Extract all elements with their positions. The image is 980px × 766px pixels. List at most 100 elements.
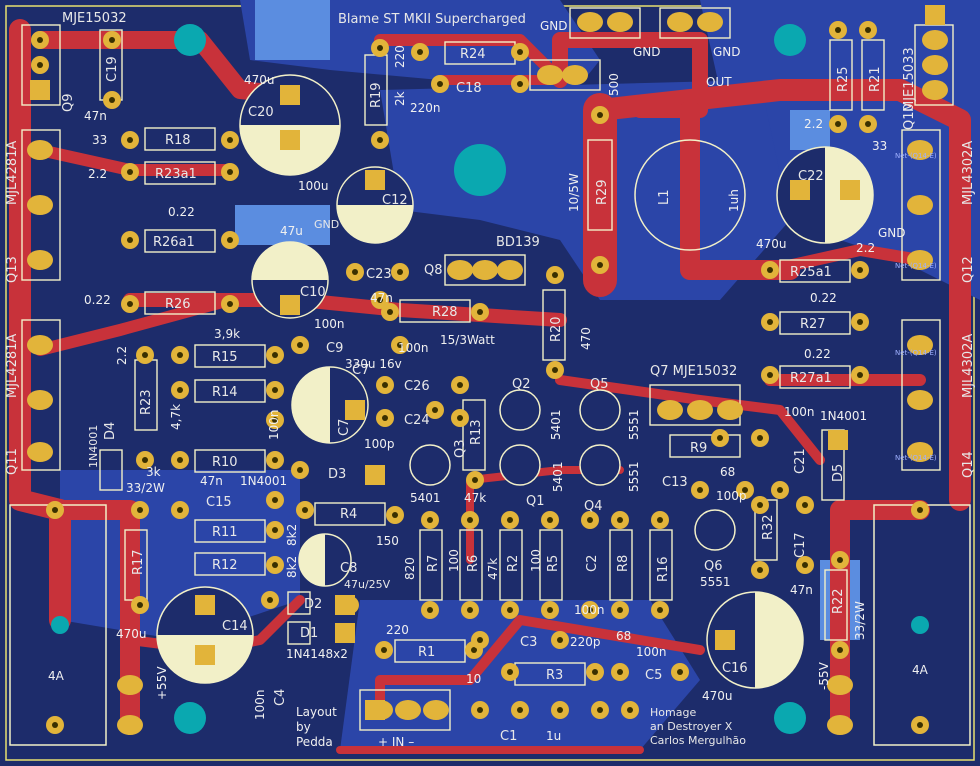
pad-drill — [227, 237, 233, 243]
pad-drill — [477, 707, 483, 713]
label-c8: C8 — [340, 561, 357, 576]
resistor-bodies — [99, 29, 885, 686]
trace-l1 — [680, 100, 800, 280]
pad-drill — [272, 562, 278, 568]
pad-oval — [27, 390, 53, 410]
pad-drill — [387, 309, 393, 315]
label-r15: R15 — [212, 350, 238, 365]
value-220n: 220n — [410, 101, 441, 115]
pad-square — [280, 130, 300, 150]
value-0_22-1: 0.22 — [168, 205, 195, 219]
pad-oval — [907, 250, 933, 270]
pad-square — [195, 645, 215, 665]
layout-line-1: Layout — [296, 705, 337, 719]
label-r22: R22 — [831, 588, 846, 614]
cap-c12 — [336, 166, 414, 244]
netlabel-1: Net-(Q14-E) — [895, 152, 937, 160]
trace-emitter-right — [764, 244, 926, 276]
pad-oval — [423, 700, 449, 720]
connector-headers — [359, 7, 731, 731]
pad-drill — [507, 517, 513, 523]
pad-drill — [597, 262, 603, 268]
netlabel-2: Net-(Q14-E) — [895, 262, 937, 270]
pad-oval — [117, 715, 143, 735]
ground-strip-bright-2 — [790, 110, 830, 150]
label-r12: R12 — [212, 558, 238, 573]
pad-drill — [552, 272, 558, 278]
value-0_22-3: 0.22 — [810, 291, 837, 305]
value-5551-2: 5551 — [627, 461, 641, 492]
value-820: 820 — [403, 557, 417, 580]
mounting-hole-tr — [774, 24, 806, 56]
pad-drill — [467, 607, 473, 613]
input-label: + IN – — [378, 735, 414, 749]
value-100-1: 100 — [447, 549, 461, 572]
pad-drill — [557, 707, 563, 713]
pad-oval — [907, 140, 933, 160]
value-330u: 330u 16v — [345, 357, 402, 371]
label-r11: R11 — [212, 525, 238, 540]
part-1n4001-1: 1N4001 — [240, 474, 287, 488]
value-47n-4: 47n — [790, 583, 813, 597]
label-r27a1: R27a1 — [790, 371, 832, 386]
pad-oval — [827, 715, 853, 735]
pad-drill — [617, 517, 623, 523]
pad-square — [345, 400, 365, 420]
pad-oval — [607, 12, 633, 32]
label-c21: C21 — [793, 448, 808, 474]
trace-emitter-left-2 — [34, 294, 236, 356]
pad-drill — [37, 37, 43, 43]
label-c12: C12 — [382, 193, 408, 208]
vneg-label: -55V — [817, 661, 831, 690]
ground-strip-bright — [235, 205, 330, 245]
pad-drill — [427, 607, 433, 613]
label-q11: Q11 — [5, 448, 20, 475]
pad-oval — [497, 260, 523, 280]
label-c4: C4 — [273, 689, 288, 706]
pad-drill — [397, 342, 403, 348]
value-10: 10 — [466, 672, 481, 686]
pad-drill — [917, 507, 923, 513]
part-mje15032: MJE15032 — [62, 11, 127, 26]
pad-drill — [127, 137, 133, 143]
pad-oval — [395, 700, 421, 720]
label-q10: Q10 — [902, 103, 917, 130]
trace-pos-rail — [50, 500, 140, 730]
pad-drill — [377, 137, 383, 143]
pad-drill — [627, 707, 633, 713]
pad-oval — [447, 260, 473, 280]
label-r19: R19 — [369, 82, 384, 108]
value-47u: 47u — [280, 224, 303, 238]
pad-drill — [127, 237, 133, 243]
value-100n-3: 100n — [398, 341, 429, 355]
pad-drill — [592, 669, 598, 675]
pad-square — [280, 295, 300, 315]
pad-drill — [177, 387, 183, 393]
pad-drill — [177, 352, 183, 358]
pad-drill — [757, 435, 763, 441]
value-8k2-2: 8k2 — [285, 524, 299, 546]
label-r2: R2 — [506, 555, 521, 572]
gnd-label-2: GND — [713, 45, 741, 59]
pad-drill — [477, 637, 483, 643]
pad-drill — [837, 647, 843, 653]
pad-square — [840, 180, 860, 200]
pad-drill — [767, 267, 773, 273]
pad-drill — [272, 417, 278, 423]
pad-drill — [127, 301, 133, 307]
value-100n-5: 100n — [574, 603, 605, 617]
label-q4: Q4 — [584, 499, 603, 514]
pad-drill — [267, 597, 273, 603]
pad-oval — [907, 335, 933, 355]
label-r21: R21 — [868, 66, 883, 92]
value-47n-1: 47n — [84, 109, 107, 123]
value-2_2-1: 2.2 — [88, 167, 107, 181]
pad-oval — [472, 260, 498, 280]
pad-drill — [837, 557, 843, 563]
label-q14: Q14 — [961, 451, 976, 478]
label-r6: R6 — [466, 555, 481, 572]
netlabel-4: Net-(Q14-E) — [895, 454, 937, 462]
pad-square — [280, 85, 300, 105]
pad-drill — [865, 121, 871, 127]
pad-drill — [127, 169, 133, 175]
